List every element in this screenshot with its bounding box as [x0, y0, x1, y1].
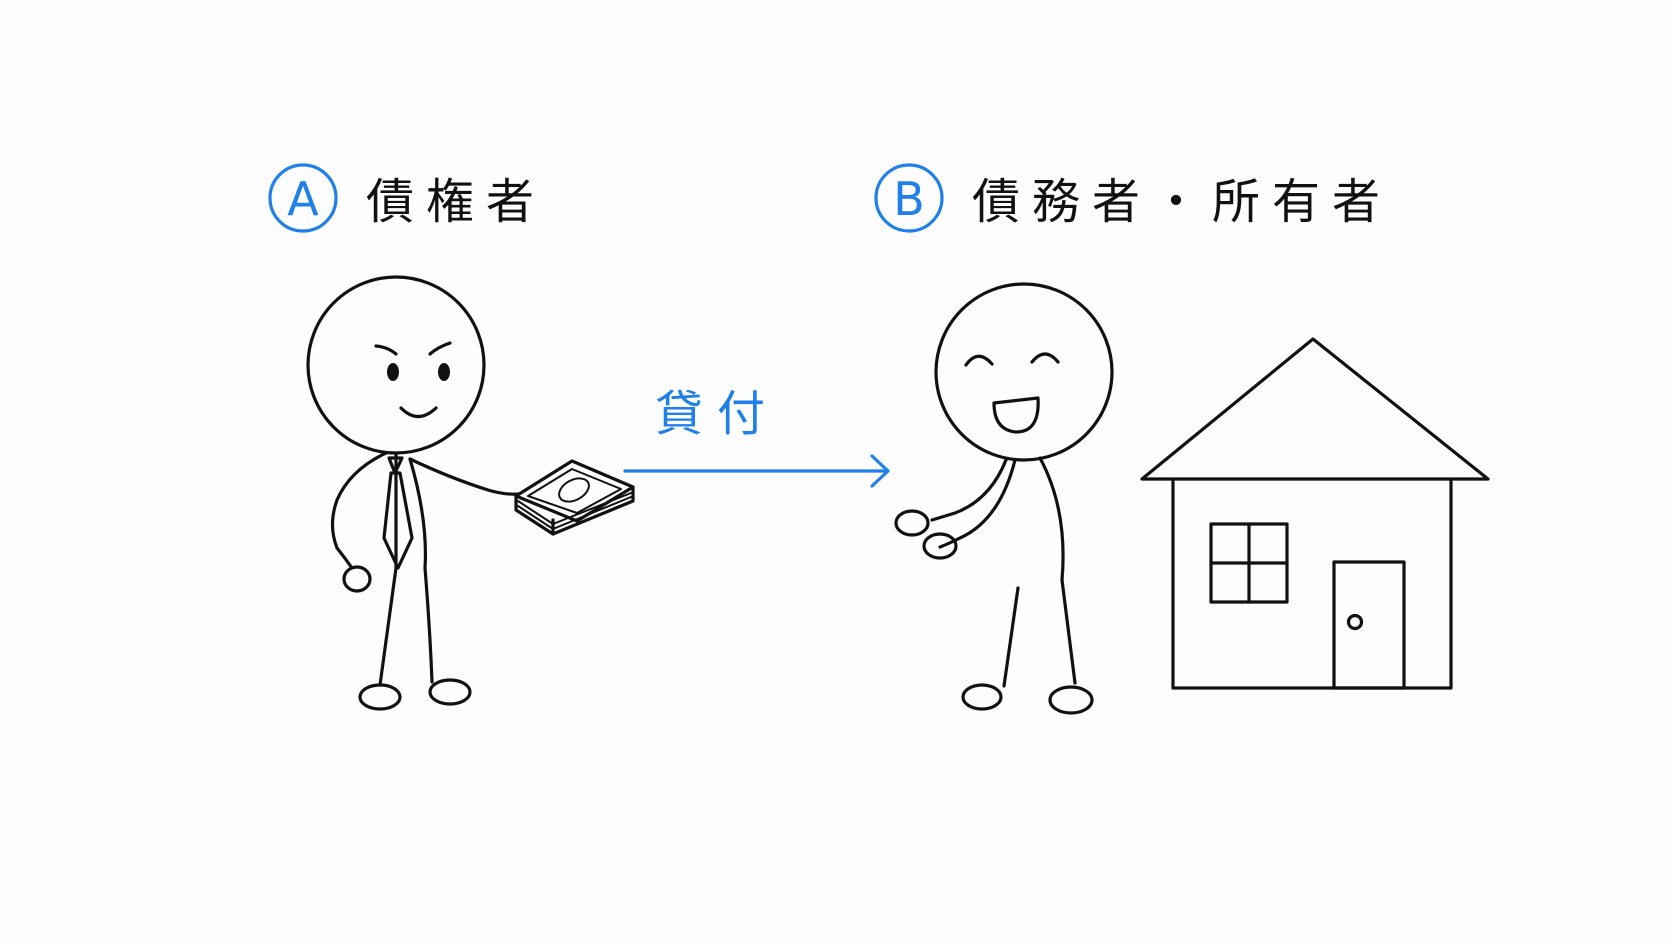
debtor-upper-arm: [930, 458, 1008, 522]
creditor-left-eye: [387, 363, 399, 381]
creditor-right-arm: [408, 457, 520, 496]
debtor-left-foot: [961, 683, 1003, 711]
house-icon: [1140, 337, 1490, 690]
creditor-left-foot: [358, 683, 402, 711]
debtor-badge-circle: [874, 163, 944, 233]
house-roof: [1140, 337, 1490, 481]
creditor-right-foot: [428, 678, 472, 706]
loan-arrow: 貸付: [623, 386, 890, 488]
creditor-left-arm: [330, 451, 388, 570]
loan-arrow-head: [870, 454, 890, 488]
debtor-left-eye: [964, 354, 994, 367]
debtor-badge-letter: B: [893, 172, 925, 226]
creditor-badge-circle: [268, 163, 338, 233]
debtor-figure: [894, 282, 1114, 715]
loan-label: 貸付: [655, 386, 779, 442]
creditor-label: A 債権者: [268, 163, 546, 233]
banknote-border: [527, 468, 622, 514]
money-stack-icon: [514, 459, 635, 536]
debtor-left-hand: [894, 509, 930, 537]
banknote-seal: [558, 477, 590, 503]
creditor-right-eyebrow: [428, 341, 452, 356]
creditor-right-leg: [408, 457, 434, 684]
debtor-right-eye: [1030, 352, 1060, 364]
debtor-right-foot: [1048, 685, 1094, 715]
house-door: [1332, 560, 1406, 690]
house-window-frame: [1209, 522, 1289, 604]
creditor-smile: [399, 406, 438, 419]
debtor-right-hand: [922, 532, 958, 560]
creditor-left-hand: [342, 565, 372, 593]
creditor-tie: [382, 471, 414, 570]
creditor-badge-letter: A: [287, 172, 319, 226]
debtor-head: [934, 282, 1114, 462]
debtor-left-leg: [1002, 586, 1020, 688]
creditor-figure: [306, 275, 520, 711]
debtor-label: B 債務者・所有者: [874, 163, 1392, 233]
debtor-mouth: [992, 396, 1040, 434]
creditor-left-eyebrow: [374, 344, 398, 356]
creditor-left-leg: [378, 451, 398, 687]
house-door-knob: [1346, 613, 1364, 631]
creditor-right-eye: [438, 363, 450, 381]
money-stack-layer-2: [517, 496, 632, 530]
debtor-back: [1038, 456, 1065, 582]
house-walls: [1171, 477, 1453, 690]
debtor-right-leg: [1060, 578, 1077, 685]
creditor-role-text: 債権者: [366, 174, 546, 230]
money-stack-layer: [517, 492, 632, 525]
debtor-role-text: 債務者・所有者: [972, 174, 1392, 230]
debtor-lower-arm: [938, 458, 1017, 549]
creditor-tie-knot: [387, 456, 404, 475]
